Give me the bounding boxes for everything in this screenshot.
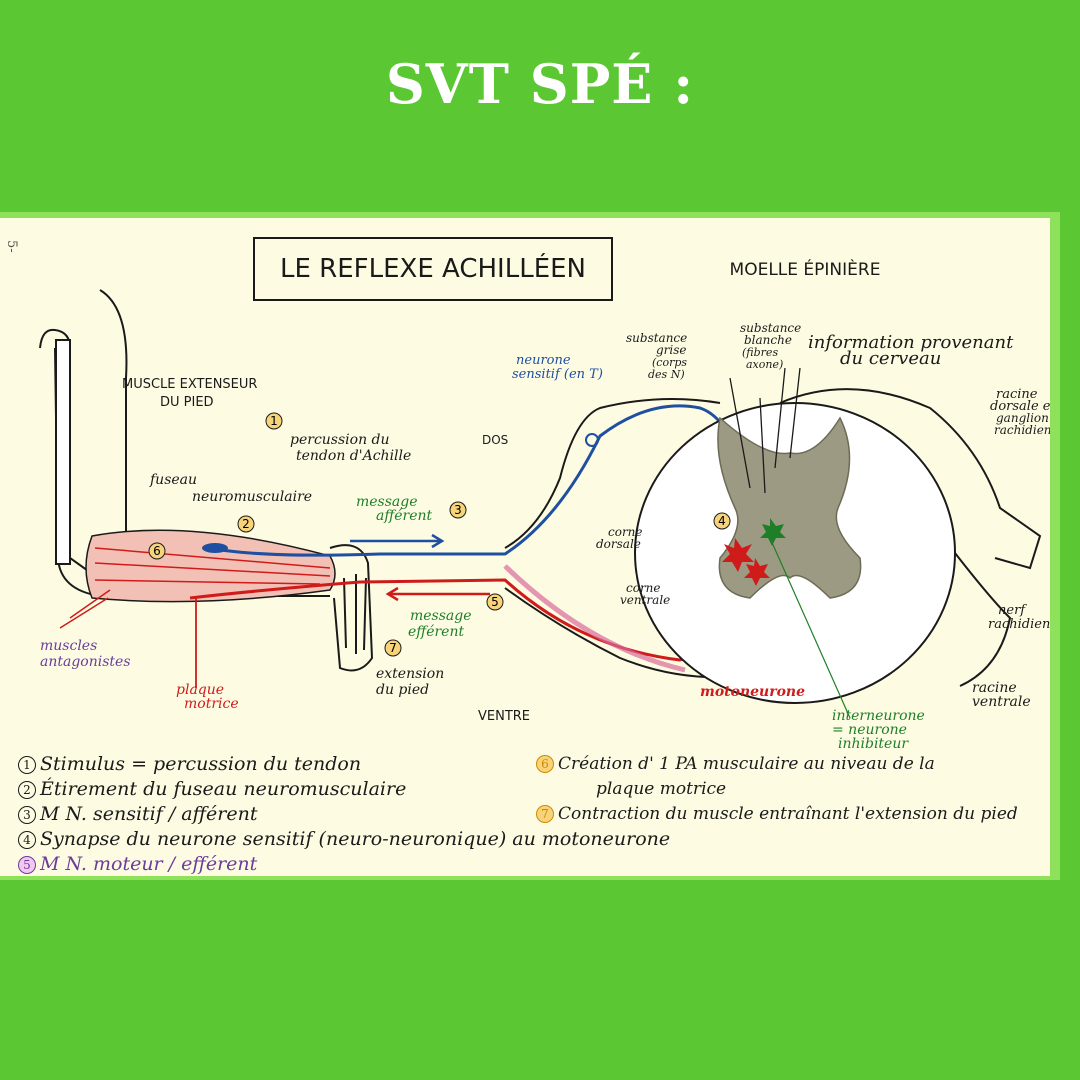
corne-ventrale-label-2: ventrale	[620, 593, 670, 607]
antagonistes-label-1: muscles	[40, 638, 97, 654]
marker-4: 4	[718, 514, 726, 528]
leg-drawing	[39, 289, 374, 672]
ventre-label: VENTRE	[478, 709, 530, 724]
blanche-label-2: blanche	[744, 333, 792, 347]
interneurone-label-3: inhibiteur	[838, 736, 909, 752]
racine-dorsale-label-2: dorsale et	[990, 399, 1050, 414]
diagram-title: LE REFLEXE ACHILLÉEN	[280, 252, 586, 284]
muscle-drawing	[85, 529, 336, 603]
diagram-card: LE REFLEXE ACHILLÉEN MOELLE ÉPINIÈRE 5-	[0, 212, 1060, 880]
corne-dorsale-label-2: dorsale	[596, 537, 641, 551]
afferent-label-2: afférent	[376, 508, 433, 524]
grise-label-4: des N)	[648, 368, 685, 381]
margin-note: 5-	[4, 240, 19, 253]
percussion-label-2: tendon d'Achille	[296, 448, 411, 464]
grey-matter	[717, 416, 862, 599]
efferent-label-2: efférent	[408, 624, 464, 640]
racine-dorsale-label-1: racine	[996, 387, 1038, 402]
blanche-label-1: substance	[740, 321, 801, 335]
marker-2: 2	[242, 517, 250, 531]
sensory-fiber	[209, 404, 747, 557]
moelle-label: MOELLE ÉPINIÈRE	[730, 258, 881, 280]
plaque-label-2: motrice	[184, 696, 239, 712]
fuseau-label-1: fuseau	[149, 472, 197, 488]
grise-label-3: (corps	[652, 356, 687, 369]
extension-label-1: extension	[376, 666, 444, 682]
title-box	[253, 237, 613, 301]
plaque-label-1: plaque	[176, 682, 224, 698]
blanche-label-3: (fibres	[742, 346, 778, 359]
afferent-label-1: message	[356, 494, 418, 510]
marker-1: 1	[270, 414, 278, 428]
nerf-label-2: rachidien	[988, 617, 1050, 632]
grise-label-1: substance	[626, 331, 687, 345]
efferent-label-1: message	[410, 608, 472, 624]
legend-item-6b: plaque motrice	[596, 779, 727, 799]
racine-dorsale-label-4: rachidien	[994, 423, 1050, 437]
muscle-label-1: MUSCLE EXTENSEUR	[122, 377, 257, 392]
marker-7: 7	[389, 641, 397, 655]
muscle-label-2: DU PIED	[160, 395, 214, 410]
nerf-label-1: nerf	[998, 603, 1027, 618]
marker-3: 3	[454, 503, 462, 517]
interneurone-cell	[760, 518, 786, 546]
information-label-2: du cerveau	[840, 348, 941, 369]
dos-label: DOS	[482, 433, 508, 447]
interneurone-label-1: interneurone	[832, 708, 925, 724]
ganglion-cell	[585, 433, 599, 447]
reflex-diagram: LE REFLEXE ACHILLÉEN MOELLE ÉPINIÈRE 5-	[4, 237, 1050, 752]
racine-dorsale-label-3: ganglion	[996, 411, 1049, 425]
information-label-1: information provenant	[808, 332, 1014, 353]
page-title: SVT SPÉ :	[385, 52, 695, 116]
fuseau-label-2: neuromusculaire	[192, 489, 312, 505]
extension-label-2: du pied	[376, 682, 429, 698]
racine-ventrale-label-1: racine	[972, 680, 1017, 696]
interneurone-label-2: = neurone	[832, 722, 907, 738]
neurone-sensitif-label-1: neurone	[516, 353, 571, 368]
corne-ventrale-label-1: corne	[626, 581, 661, 595]
motoneurone-cells	[722, 538, 770, 586]
marker-6: 6	[153, 544, 161, 558]
corne-dorsale-label-1: corne	[608, 525, 643, 539]
blanche-label-4: axone)	[746, 358, 783, 371]
percussion-label-1: percussion du	[290, 432, 390, 448]
antagonistes-label-2: antagonistes	[40, 654, 131, 670]
neurone-sensitif-label-2: sensitif (en T)	[512, 367, 603, 382]
racine-ventrale-label-2: ventrale	[972, 694, 1031, 710]
motoneurone-label: motoneurone	[700, 684, 805, 700]
grise-label-2: grise	[656, 343, 687, 357]
marker-5: 5	[491, 595, 499, 609]
